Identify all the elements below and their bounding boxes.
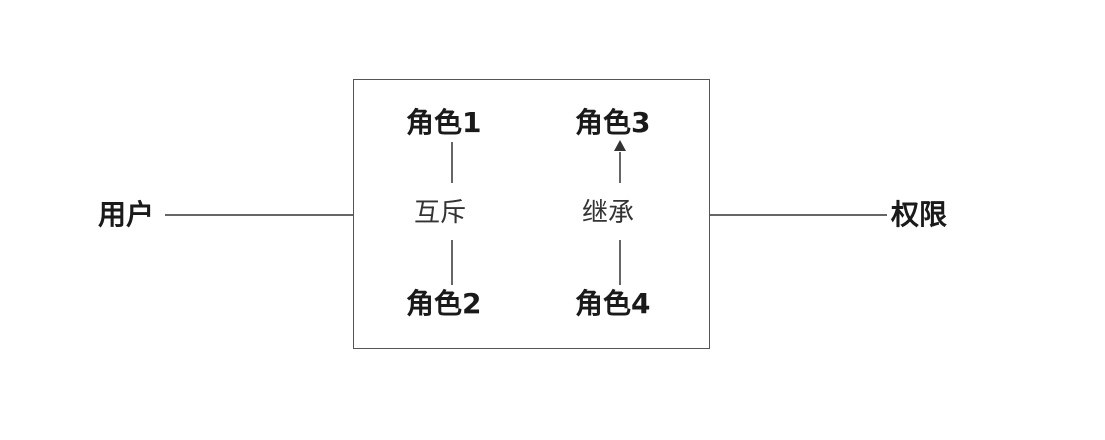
role3-node: 角色3 xyxy=(575,106,651,139)
user-node: 用户 xyxy=(98,198,155,231)
role4-node: 角色4 xyxy=(575,287,651,320)
permission-node: 权限 xyxy=(891,198,948,231)
role2-node: 角色2 xyxy=(406,287,482,320)
mutex-relation-label: 互斥 xyxy=(414,198,467,228)
role1-node: 角色1 xyxy=(406,106,482,139)
arrowhead-icon xyxy=(614,140,626,151)
role-container-box xyxy=(353,79,710,349)
inherit-relation-label: 继承 xyxy=(582,198,635,228)
